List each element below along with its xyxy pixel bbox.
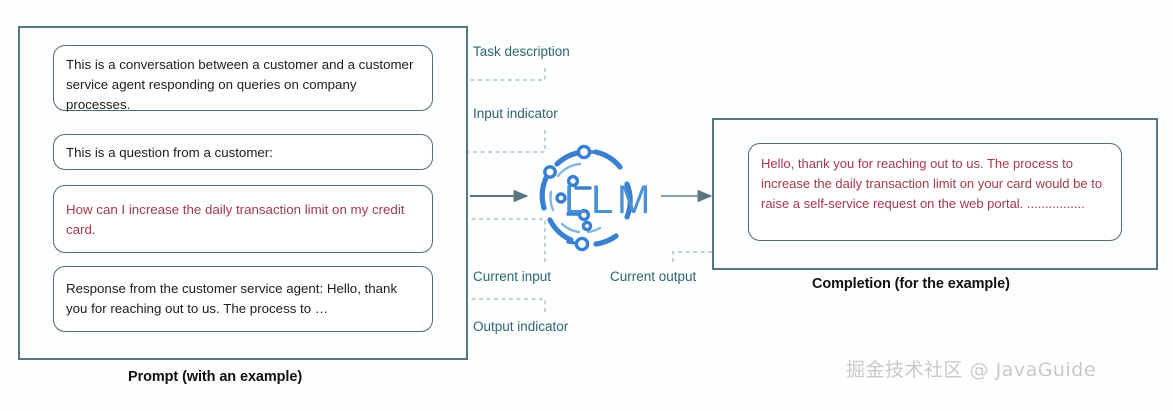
llm-logo-letter-l2: L <box>591 178 613 222</box>
annotation-task-description: Task description <box>473 44 570 59</box>
prompt-panel-caption: Prompt (with an example) <box>128 369 303 385</box>
watermark: 掘金技术社区 @ JavaGuide <box>846 359 1097 381</box>
output-indicator-card[interactable]: Response from the customer service agent… <box>53 266 433 332</box>
completion-panel-caption: Completion (for the example) <box>812 276 1010 292</box>
annotation-output-indicator: Output indicator <box>473 319 569 334</box>
annotation-current-input: Current input <box>473 269 552 284</box>
current-input-card[interactable]: How can I increase the daily transaction… <box>53 185 433 253</box>
task-description-card[interactable]: This is a conversation between a custome… <box>53 45 433 112</box>
llm-logo-letter-m: M <box>617 178 650 222</box>
llm-logo: L L M <box>524 140 662 258</box>
input-indicator-card[interactable]: This is a question from a customer: <box>53 134 433 170</box>
completion-text-card[interactable]: Hello, thank you for reaching out to us.… <box>748 143 1122 241</box>
llm-logo-letter-l1: L <box>564 178 586 222</box>
annotation-current-output: Current output <box>610 269 697 284</box>
annotation-input-indicator: Input indicator <box>473 106 558 121</box>
